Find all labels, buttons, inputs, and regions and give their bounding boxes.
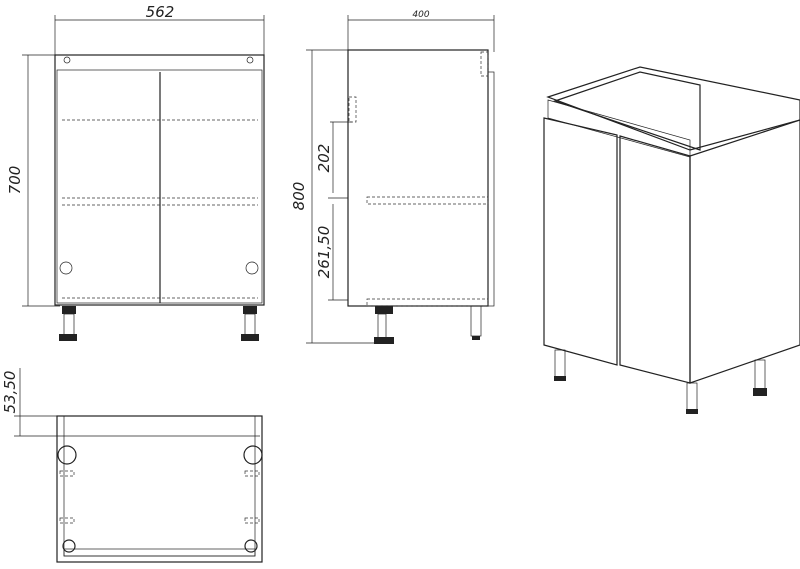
front-view: 562 700 — [6, 3, 265, 341]
side-view: 400 800 202 261,50 — [290, 10, 495, 344]
dim-top-rail: 53,50 — [1, 371, 19, 414]
dim-side-height: 800 — [290, 182, 308, 211]
plan-view: 53,50 — [1, 368, 263, 563]
dim-front-height: 700 — [6, 166, 24, 195]
dim-side-depth: 400 — [412, 10, 429, 20]
dim-shelf-upper: 202 — [315, 144, 333, 173]
dim-front-width: 562 — [146, 3, 175, 21]
dim-shelf-lower: 261,50 — [315, 226, 333, 279]
isometric-view — [543, 66, 800, 414]
